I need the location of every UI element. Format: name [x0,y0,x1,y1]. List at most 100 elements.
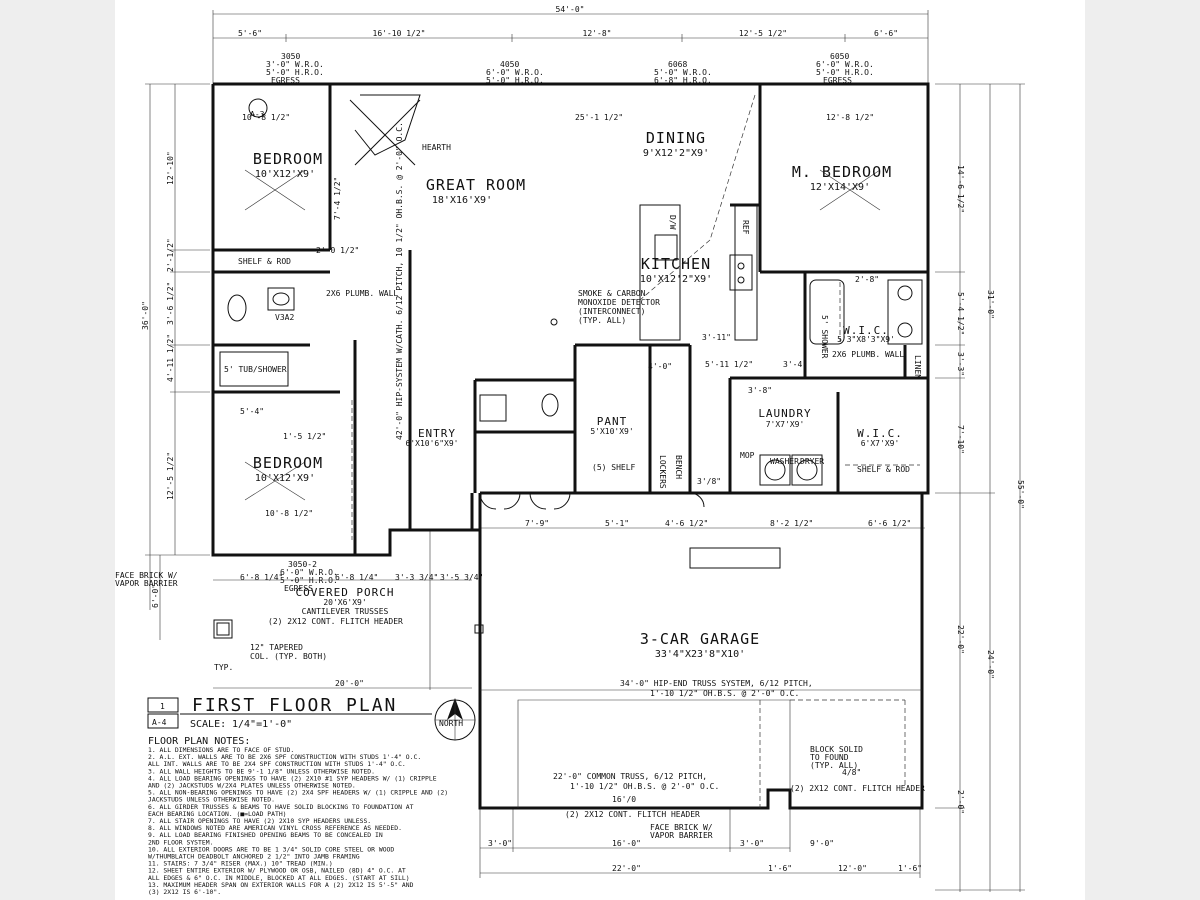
dim-bedroom2-width: 10'-8 1/2" [265,509,313,518]
dim-top-2: 16'-10 1/2" [373,29,426,38]
egress-right-2: 6'-0" W.R.O. [816,60,874,69]
shelf-rod-label-2: SHELF & ROD [857,465,910,474]
dim-top-5: 6'-6" [874,29,898,38]
dim-right-inner-1: 14'-6 1/2" [956,165,965,213]
hearth-label: HEARTH [422,143,451,152]
flitch-header-3: (2) 2X12 CONT. FLITCH HEADER [565,810,700,819]
note-line: 2ND FLOOR SYSTEM. [148,838,213,846]
block-label-3: (TYP. ALL) [810,761,858,770]
laundry-size: 7'X7'X9' [766,420,805,429]
dim-garage-2: 5'-1" [605,519,629,528]
dim-porch-3: 3'-3 3/4" [395,573,438,582]
notes-heading: FLOOR PLAN NOTES: [148,736,250,747]
dim-left-inner-5: 12'-5 1/2" [166,452,175,500]
bedroom2-size: 10'X12'X9' [255,473,315,484]
dim-bottom-total: 22'-0" [612,864,641,873]
note-line: W/THUMBLATCH DEADBOLT ANCHORED 2 1/2" IN… [148,853,360,861]
dim-small-5: 3'-11" [702,333,731,342]
section-mark: A-3 [250,110,265,119]
dim-bottom1-4: 9'-0" [810,839,834,848]
title-block-frame [147,697,432,729]
vfly-label: V3A2 [275,313,294,322]
dim-master-width: 12'-8 1/2" [826,113,874,122]
note-line: ALL INT. WALLS ARE TO BE 2X4 SPF CONSTRU… [148,760,406,768]
dim-small-11: 2'-8" [855,275,879,284]
dim-right-inner-6: 2'-0" [956,790,965,814]
mop-label: MOP [740,451,755,460]
bench-label: BENCH [674,455,683,479]
dryer-label: DRYER [800,457,824,466]
dim-small-1: 5'-4" [240,407,264,416]
dim-small-9: 3'-8" [748,386,772,395]
exterior-walls [211,82,930,810]
block-label-1: BLOCK SOLID [810,745,863,754]
dim-right-mid-2: 24'-0" [986,650,995,679]
note-line: 3. ALL WALL HEIGHTS TO BE 9'-1 1/8" UNLE… [148,767,375,775]
note-line: 10. ALL EXTERIOR DOORS ARE TO BE 1 3/4" … [148,845,394,853]
master-bedroom-name: M. BEDROOM [792,163,892,181]
note-line: 2. A.L. EXT. WALLS ARE TO BE 2X6 SPF CON… [148,753,421,761]
note-line: 6. ALL GIRDER TRUSSES & BEAMS TO HAVE SO… [148,803,414,811]
note-line: 11. STAIRS: 7 3/4" RISER (MAX.) 10" TREA… [148,860,333,868]
dim-top-1: 5'-6" [238,29,262,38]
porch-window-1: 3050-2 [288,560,317,569]
entry-name: ENTRY [418,427,456,440]
dim-right-inner-3: 3'-3" [956,352,965,376]
truss-top-label-2: 1'-10 1/2" OH.B.S. @ 2'-0" O.C. [650,689,799,698]
note-line: 9. ALL LOAD BEARING FINISHED OPENING BEA… [148,831,383,839]
dim-right-inner-4: 7'-10" [956,425,965,454]
plan-title: FIRST FLOOR PLAN [192,695,397,716]
dim-garage-1: 7'-9" [525,519,549,528]
porch-window-3: 5'-0" H.R.O. [280,576,338,585]
window-mid1-3: 5'-0" H.R.O. [486,76,544,85]
dim-bedroom-width: 10'-8 1/2" [242,113,290,122]
smoke-detector-label-3: (INTERCONNECT) [578,307,645,316]
dim-garage-4: 8'-2 1/2" [770,519,813,528]
flitch-header-1: (2) 2X12 CONT. FLITCH HEADER [268,617,403,626]
block-label-2: TO FOUND [810,753,849,762]
right-margin [1085,0,1200,900]
truss-bottom-label-2: 1'-10 1/2" OH.B.S. @ 2'-0" O.C. [570,782,719,791]
dim-right-inner-5: 22'-0" [956,625,965,654]
dim-porch-total: 20'-0" [335,679,364,688]
dim-small-2: 1'-5 1/2" [283,432,326,441]
dim-small-10: 3'/8" [697,477,721,486]
porch-window-4: EGRESS [284,584,313,593]
dim-bottom1-3: 3'-0" [740,839,764,848]
dim-left-inner-3: 3'-6 1/2" [166,282,175,325]
dim-garage-5: 6'-6 1/2" [868,519,911,528]
wic2-name: W.I.C. [857,427,903,440]
plumb-wall-label: 2X6 PLUMB. WALL [326,289,398,298]
face-brick-label-2: VAPOR BARRIER [115,579,178,588]
pantry-size: 5'X10'X9' [590,427,633,436]
dim-bottom1-1: 3'-0" [488,839,512,848]
bedroom1-size: 10'X12'X9' [255,169,315,180]
dim-small-12: 4/8" [842,768,861,777]
dim-small-6: 5'-11 1/2" [705,360,753,369]
sheet-number: 1 [160,702,165,711]
window-mid2-2: 5'-0" W.R.O. [654,68,712,77]
dim-bottom2-2: 12'-0" [838,864,867,873]
floor-plan-notes: 1. ALL DIMENSIONS ARE TO FACE OF STUD.2.… [148,746,448,896]
dining-size: 9'X12'2"X9' [643,148,709,159]
lockers-label: LOCKERS [658,455,667,489]
dim-porch-4: 3'-5 3/4" [440,573,483,582]
face-brick2-label-2: VAPOR BARRIER [650,831,713,840]
note-line: 5. ALL NON-BEARING OPENINGS TO HAVE (2) … [148,789,448,797]
face-brick-label-1: FACE BRICK W/ [115,571,178,580]
master-bedroom-size: 12'X14'X9' [810,182,870,193]
note-line: (3) 2X12 IS 6'-10". [148,888,221,896]
typ-label: TYP. [214,663,233,672]
egress-left-3: 5'-0" H.R.O. [266,68,324,77]
pantry-name: PANT [597,415,628,428]
egress-left-2: 3'-0" W.R.O. [266,60,324,69]
garage-size: 33'4"X23'8"X10' [655,649,745,660]
egress-left-1: 3050 [281,52,300,61]
hip-system-note: 42'-0" HIP-SYSTEM W/CATH. 6/12 PITCH, 10… [395,122,404,440]
window-mid1-2: 6'-0" W.R.O. [486,68,544,77]
dim-porch-2: 6'-8 1/4" [335,573,378,582]
dim-left-outer: 36'-0" [141,301,150,330]
dim-small-8: 4'-0" [648,362,672,371]
egress-right-3: 5'-0" H.R.O. [816,68,874,77]
dim-bottom1-2: 16'-0" [612,839,641,848]
